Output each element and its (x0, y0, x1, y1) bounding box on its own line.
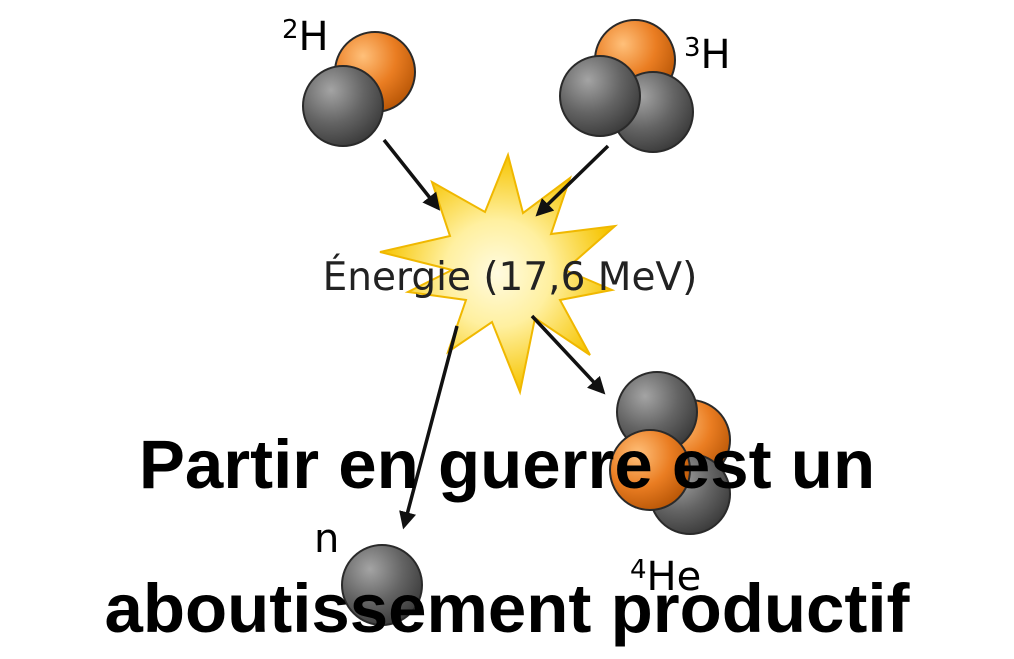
reaction-arrow-deuterium-icon (382, 138, 441, 211)
reaction-arrow-tritium-icon (535, 144, 610, 217)
reaction-arrow-neutron-icon (399, 325, 459, 530)
meme-caption-line-2: aboutissement productif (104, 570, 910, 647)
proton-sphere-icon (609, 429, 691, 511)
energy-flash-star-icon (379, 151, 619, 396)
energy-label: Énergie (17,6 MeV) (323, 253, 698, 300)
meme-caption-line-1: Partir en guerre est un (138, 426, 876, 503)
tritium-nucleus (559, 19, 694, 153)
helium-label: 4He (630, 554, 701, 600)
neutron-sphere-icon (559, 55, 641, 137)
deuterium-nucleus (302, 31, 416, 147)
helium-nucleus (609, 371, 731, 535)
neutron-label: n (314, 516, 339, 562)
tritium-label: 3H (684, 32, 731, 78)
free-neutron-sphere-icon (341, 544, 423, 626)
deuterium-label: 2H (282, 14, 329, 60)
reaction-arrow-helium-icon (530, 314, 606, 395)
neutron-sphere-icon (302, 65, 384, 147)
